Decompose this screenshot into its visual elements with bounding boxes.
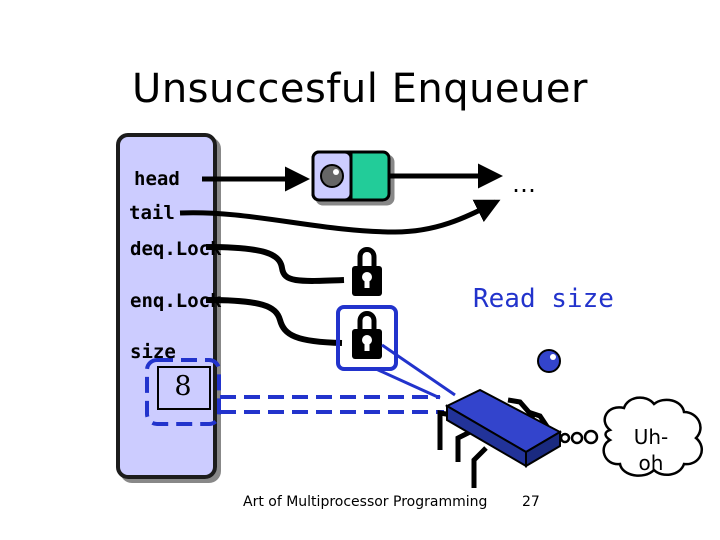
node-pointer-ball	[320, 164, 344, 188]
enq-lock-wire	[205, 297, 343, 346]
thought-cloud-icon	[602, 396, 703, 477]
size-dashed-highlight	[145, 358, 221, 426]
enq-lock-highlight	[336, 305, 398, 371]
head-field-label: head	[134, 168, 180, 190]
enq-lock-field-label: enq.Lock	[130, 290, 222, 312]
footer-page-number: 27	[522, 494, 540, 510]
size-value-box	[157, 366, 211, 410]
tail-pointer-arrow	[179, 199, 501, 235]
read-size-annotation: Read size	[473, 284, 614, 314]
deq-lock-wire	[205, 244, 345, 284]
footer-source: Art of Multiprocessor Programming	[243, 494, 488, 510]
enq-padlock-icon	[352, 311, 382, 359]
size-field-label: size	[130, 341, 176, 363]
thought-line-1: Uh-	[633, 425, 669, 449]
slide-title: Unsuccesful Enqueuer	[132, 66, 588, 112]
deq-lock-field-label: deq.Lock	[130, 238, 222, 260]
thought-bubble-large	[583, 429, 599, 445]
loose-pointer-ball	[537, 349, 561, 373]
lock-thread-callout	[375, 343, 456, 400]
size-value: 8	[174, 371, 192, 402]
thought-bubble-medium	[570, 431, 584, 445]
thought-line-2: oh	[638, 451, 664, 475]
thought-bubble-small	[559, 432, 571, 444]
read-size-dashed-line	[220, 395, 444, 414]
list-continuation-ellipsis: …	[512, 170, 536, 198]
deq-padlock-icon	[352, 247, 382, 296]
thread-bug-icon	[437, 388, 563, 488]
thought-text: Uh- oh	[620, 424, 682, 476]
tail-field-label: tail	[129, 202, 175, 224]
